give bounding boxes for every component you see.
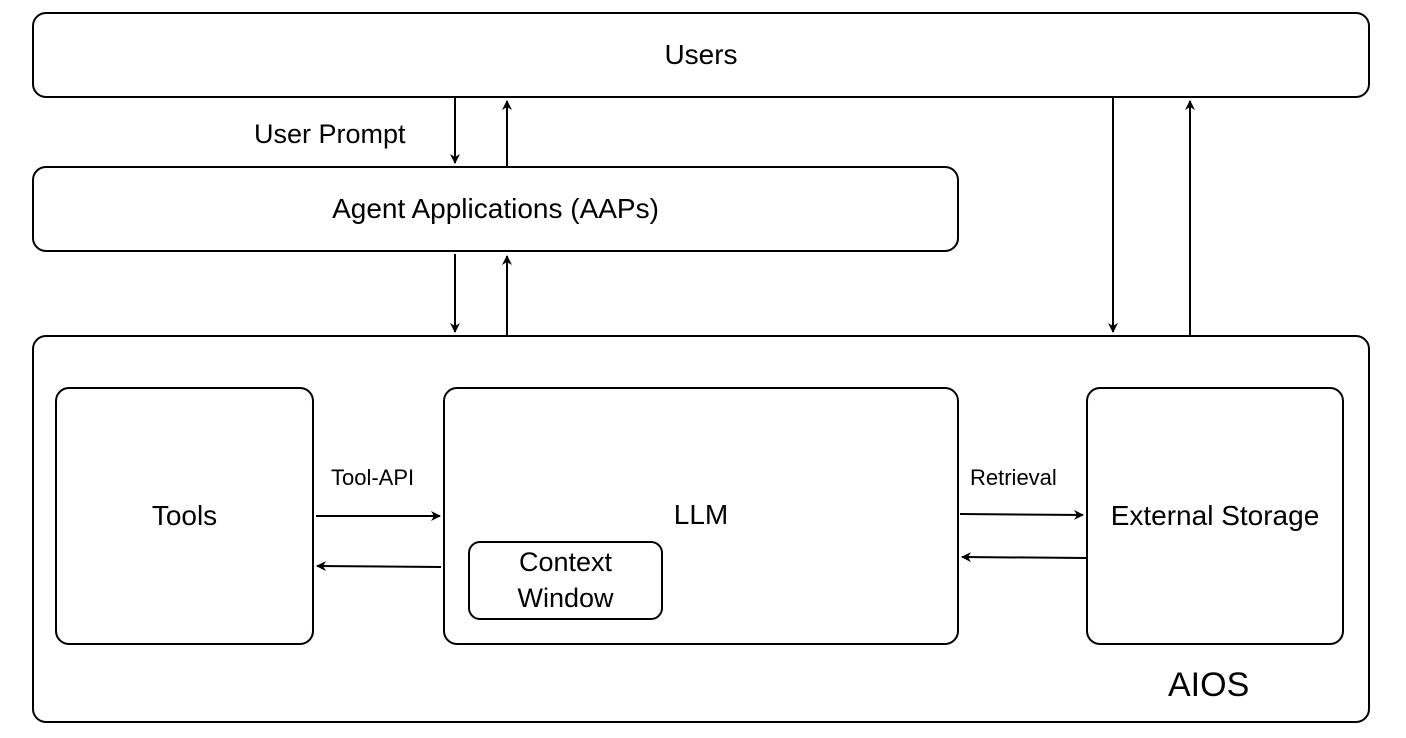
agent-applications-label: Agent Applications (AAPs) xyxy=(332,193,659,224)
retrieval-label: Retrieval xyxy=(970,465,1057,490)
aios-label: AIOS xyxy=(1168,666,1250,704)
tool-api-label: Tool-API xyxy=(331,465,415,490)
users-label: Users xyxy=(664,39,738,70)
external-storage-node: External Storage xyxy=(1086,387,1344,645)
agent-applications-node: Agent Applications (AAPs) xyxy=(32,166,959,252)
context-window-node: Context Window xyxy=(468,541,663,620)
user-prompt-label: User Prompt xyxy=(254,119,406,149)
llm-label: LLM xyxy=(673,499,729,530)
context-window-label: Context Window xyxy=(517,546,614,613)
users-node: Users xyxy=(32,12,1370,98)
external-storage-label: External Storage xyxy=(1110,500,1320,531)
tools-label: Tools xyxy=(151,500,218,531)
tools-node: Tools xyxy=(55,387,314,645)
